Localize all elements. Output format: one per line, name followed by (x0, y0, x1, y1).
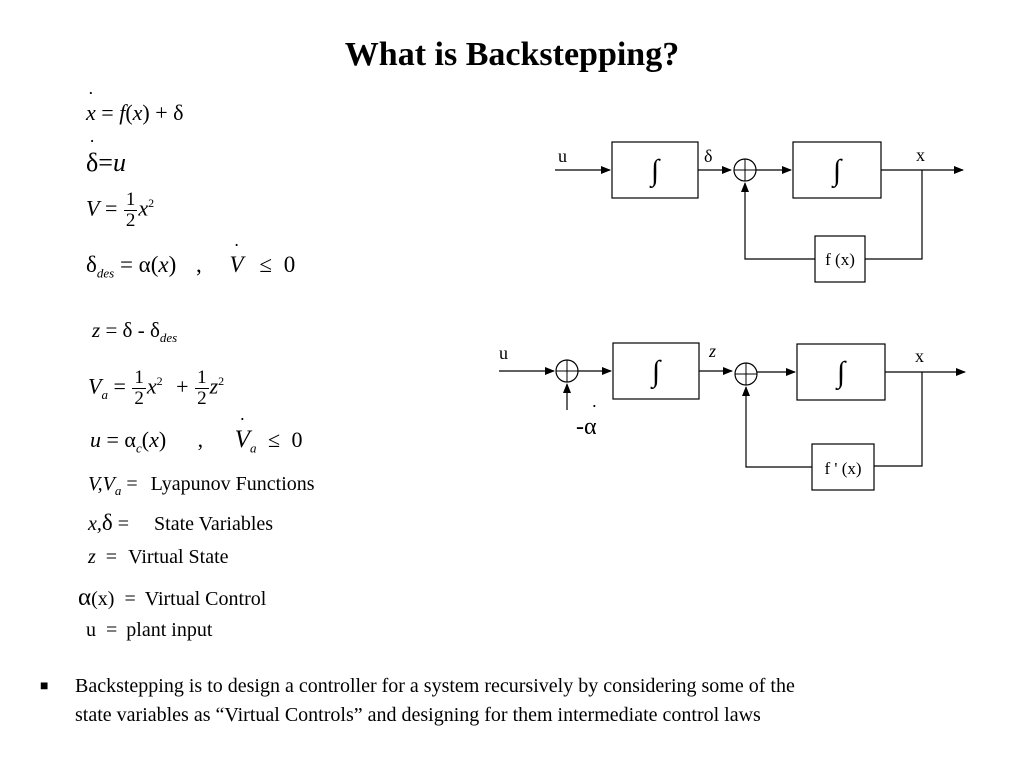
definition-state-variables: x,δ = State Variables (88, 510, 274, 535)
bullet-text-line-1: Backstepping is to design a controller f… (75, 675, 795, 697)
feedback-line-left-2 (742, 386, 812, 468)
integrator-symbol-4: ∫ (835, 356, 847, 391)
integrator-block-2 (792, 141, 882, 199)
diagram-top: u ∫ δ ∫ x f (x) (555, 141, 964, 283)
alpha-dot-mark: ˙ (591, 401, 598, 423)
feedback-line-right-2 (874, 372, 923, 467)
definition-plant-input: u = plant input (86, 619, 213, 641)
integrator-symbol-2: ∫ (831, 154, 843, 189)
feedback-line-right (865, 170, 923, 260)
equation-state-delta: δ=u (86, 136, 126, 178)
integrator-block-4 (796, 343, 886, 401)
input-label-u-2: u (499, 343, 508, 363)
alpha-dot-label: -α (576, 414, 597, 440)
output-label-x: x (916, 145, 925, 165)
feedback-line-left (741, 182, 815, 260)
definition-lyapunov: V,Va = Lyapunov Functions (88, 473, 315, 498)
definition-virtual-state: z = Virtual State (88, 546, 229, 568)
equation-virtual-state: z = δ - δdes (92, 318, 178, 346)
feedback-block (814, 235, 866, 283)
output-label-x-2: x (915, 346, 924, 366)
integrator-block-1 (611, 141, 699, 199)
page-title: What is Backstepping? (344, 36, 680, 73)
integrator-block-3 (612, 342, 700, 400)
z-label: z (708, 341, 716, 361)
equation-state-x: x = f(x) + δ (86, 88, 184, 126)
equation-desired-delta: δdes = α(x) , V ≤ 0 (86, 240, 295, 282)
feedback-block-2 (811, 443, 875, 491)
equation-control-law: u = αc(x) , Va ≤ 0 (90, 414, 303, 456)
input-label-u: u (558, 146, 567, 166)
diagram-bottom: u -α ˙ ∫ z ∫ x f ' (x) (499, 341, 966, 491)
integrator-symbol-1: ∫ (649, 154, 661, 189)
summing-junction-2 (734, 362, 758, 386)
bullet-text-line-2: state variables as “Virtual Controls” an… (75, 704, 761, 726)
delta-label: δ (704, 146, 712, 166)
summing-junction-1 (733, 158, 757, 182)
summing-junction-alpha (555, 359, 579, 383)
bullet-point: ■ Backstepping is to design a controller… (40, 672, 1015, 730)
feedback-label-2: f ' (x) (824, 459, 861, 478)
feedback-label: f (x) (825, 250, 855, 269)
integrator-symbol-3: ∫ (650, 355, 662, 390)
definition-virtual-control: α(x) = Virtual Control (78, 584, 267, 611)
bullet-square-icon: ■ (40, 679, 49, 694)
